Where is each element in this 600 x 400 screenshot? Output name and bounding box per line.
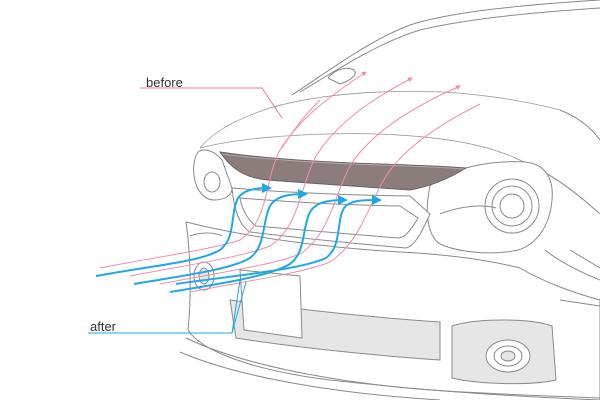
right-headlight bbox=[426, 161, 553, 254]
after-flow-2 bbox=[133, 189, 308, 285]
after-flow-4 bbox=[175, 195, 382, 285]
front-bumper bbox=[179, 221, 600, 400]
after-airflow bbox=[95, 183, 382, 293]
windshield-outline bbox=[291, 0, 600, 96]
before-flow-4 bbox=[189, 103, 481, 293]
before-label: before bbox=[146, 75, 183, 90]
headlights bbox=[193, 149, 553, 254]
label-leaders bbox=[88, 87, 283, 334]
after-flow-1 bbox=[95, 183, 272, 277]
before-flow-1 bbox=[99, 71, 367, 269]
before-flow-2 bbox=[129, 77, 413, 277]
after-flow-3 bbox=[169, 195, 348, 293]
side-mirror bbox=[327, 67, 356, 85]
after-label: after bbox=[90, 319, 117, 334]
left-headlight bbox=[193, 149, 233, 201]
before-airflow bbox=[99, 71, 481, 293]
before-flow-3 bbox=[159, 85, 461, 285]
before-leader bbox=[140, 87, 283, 119]
license-plate bbox=[239, 269, 303, 339]
hood-deflector bbox=[218, 151, 468, 191]
